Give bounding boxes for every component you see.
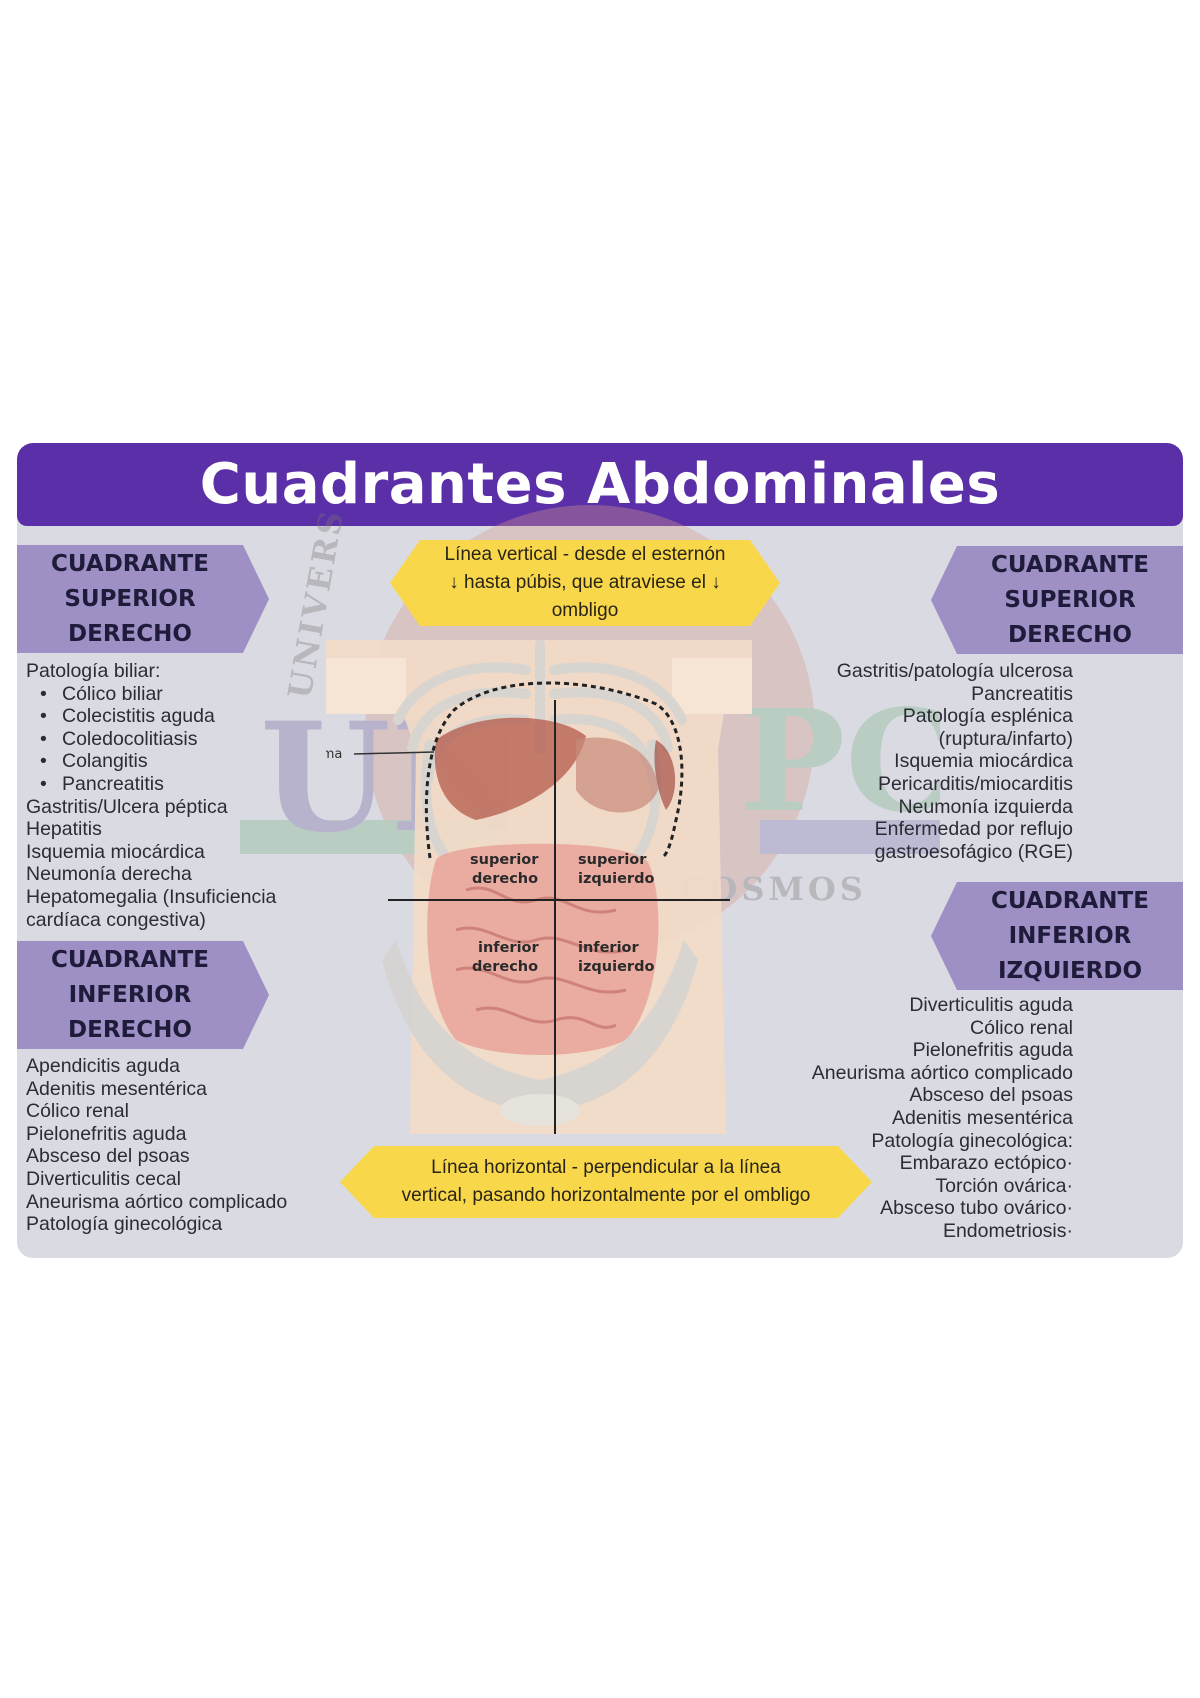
list-item: Pielonefritis aguda <box>912 1039 1073 1062</box>
banner-superior-izquierdo: CUADRANTE SUPERIOR DERECHO <box>931 546 1183 654</box>
list-item: (ruptura/infarto) <box>938 727 1073 750</box>
list-item: cardíaca congestiva) <box>26 908 206 931</box>
banner-line: CUADRANTE <box>51 946 209 973</box>
banner-line: DERECHO <box>68 620 192 647</box>
quadrant-label: izquierdo <box>578 871 654 887</box>
list-item: Cólico renal <box>26 1100 129 1123</box>
spleen-shape <box>654 740 676 810</box>
quadrant-label: inferior <box>478 940 540 956</box>
list-item: Gastritis/Ulcera péptica <box>26 795 228 818</box>
list-item: Enfermedad por reflujo <box>874 818 1073 841</box>
callout-line: Línea vertical - desde el esternón <box>444 544 726 565</box>
list-item: gastroesofágico (RGE) <box>874 840 1073 863</box>
page-title: Cuadrantes Abdominales <box>199 452 1001 517</box>
list-inferior-derecho: Apendicitis aguda Adenitis mesentérica C… <box>26 1055 287 1236</box>
list-item: Neumonía izquierda <box>898 795 1073 818</box>
diaphragm-line <box>424 681 684 859</box>
list-item: Cólico biliar <box>26 683 276 706</box>
quadrant-label: izquierdo <box>578 959 654 975</box>
quadrant-label: inferior <box>578 940 640 956</box>
stomach-shape <box>576 737 658 813</box>
list-item: Diverticulitis aguda <box>909 994 1073 1016</box>
list-item: Hepatomegalia (Insuficiencia <box>26 885 277 908</box>
banner-line: INFERIOR <box>1008 922 1132 949</box>
list-item: Absceso del psoas <box>909 1084 1073 1107</box>
list-item: Cólico renal <box>970 1016 1073 1039</box>
callout-line: vertical, pasando horizontalmente por el… <box>401 1185 811 1206</box>
list-item: Pancreatitis <box>26 773 276 796</box>
banner-line: SUPERIOR <box>1004 586 1136 613</box>
list-item: Hepatitis <box>26 818 102 841</box>
list-item: Adenitis mesentérica <box>26 1077 208 1100</box>
callout-linea-horizontal: Línea horizontal - perpendicular a la lí… <box>340 1146 872 1218</box>
list-item: Endometriosis· <box>942 1219 1073 1242</box>
list-item: Embarazo ectópico· <box>899 1152 1073 1175</box>
callout-line: ombligo <box>551 600 619 621</box>
title-bar: Cuadrantes Abdominales <box>17 443 1183 526</box>
list-item: Colecistitis aguda <box>26 705 276 728</box>
quadrant-label: superior <box>578 852 647 868</box>
pelvis-shape <box>382 940 698 1110</box>
svg-text:PC: PC <box>740 680 940 844</box>
list-item: Apendicitis aguda <box>26 1055 180 1077</box>
banner-line: CUADRANTE <box>991 551 1149 578</box>
list-item: Neumonía derecha <box>26 863 192 886</box>
list-item: Patología esplénica <box>902 705 1073 728</box>
banner-line: INFERIOR <box>68 981 192 1008</box>
list-item: Adenitis mesentérica <box>891 1106 1073 1129</box>
banner-inferior-izquierdo: CUADRANTE INFERIOR IZQUIERDO <box>931 882 1183 990</box>
list-item: Pericarditis/miocarditis <box>877 772 1073 795</box>
list-item: Torción ovárica· <box>935 1174 1073 1197</box>
abdomen-illustration: Diafragma superior derecho superior izqu… <box>326 640 752 1134</box>
quadrant-label: derecho <box>472 871 538 887</box>
quadrant-label: superior <box>470 852 539 868</box>
list-item: Isquemia miocárdica <box>894 750 1073 773</box>
list-item: Isquemia miocárdica <box>26 840 205 863</box>
list-superior-izquierdo: Gastritis/patología ulcerosa Pancreatiti… <box>837 660 1073 863</box>
list-item: Gastritis/patología ulcerosa <box>836 660 1073 682</box>
list-item: Patología ginecológica: <box>871 1129 1073 1152</box>
list-item: Aneurisma aórtico complicado <box>26 1190 288 1213</box>
list-heading: Patología biliar: <box>26 660 161 682</box>
list-item: Pancreatitis <box>971 682 1073 705</box>
list-item: Patología ginecológica <box>26 1213 223 1236</box>
banner-superior-derecho: CUADRANTE SUPERIOR DERECHO <box>17 545 269 653</box>
banner-line: SUPERIOR <box>64 585 196 612</box>
list-item: Absceso del psoas <box>26 1145 190 1168</box>
list-superior-derecho: Patología biliar: Cólico biliar Colecist… <box>26 660 276 931</box>
list-item: Aneurisma aórtico complicado <box>811 1061 1073 1084</box>
list-inferior-izquierdo: Diverticulitis aguda Cólico renal Pielon… <box>812 994 1073 1243</box>
liver-shape <box>434 717 586 820</box>
banner-inferior-derecho: CUADRANTE INFERIOR DERECHO <box>17 941 269 1049</box>
list-item: Pielonefritis aguda <box>26 1122 187 1145</box>
list-item: Diverticulitis cecal <box>26 1167 181 1190</box>
intestines-shape <box>427 843 659 1055</box>
callout-line: ↓ hasta púbis, que atraviese el ↓ <box>449 572 721 593</box>
banner-line: CUADRANTE <box>991 887 1149 914</box>
callout-line: Línea horizontal - perpendicular a la lí… <box>431 1157 781 1178</box>
list-item: Colangitis <box>26 750 276 773</box>
banner-line: DERECHO <box>68 1016 192 1043</box>
list-item: Coledocolitiasis <box>26 728 276 751</box>
banner-line: IZQUIERDO <box>997 957 1143 984</box>
callout-linea-vertical: Línea vertical - desde el esternón ↓ has… <box>390 540 780 626</box>
diaphragm-label: Diafragma <box>326 747 342 762</box>
quadrant-label: derecho <box>472 959 538 975</box>
banner-line: CUADRANTE <box>51 550 209 577</box>
banner-line: DERECHO <box>1008 621 1132 648</box>
list-item: Absceso tubo ovárico· <box>880 1197 1073 1220</box>
